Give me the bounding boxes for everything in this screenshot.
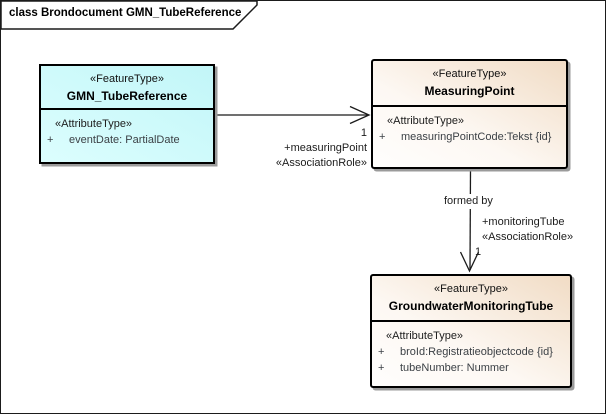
role-label[interactable]: +monitoringTube: [482, 216, 565, 228]
attribute-stereotype: «AttributeType»: [387, 115, 465, 127]
class-header: «FeatureType» GroundwaterMonitoringTube: [372, 276, 570, 322]
class-attribute-compartment: «AttributeType» + eventDate: PartialDate: [41, 110, 213, 148]
association-measuringpoint[interactable]: [215, 105, 371, 125]
visibility-plus: +: [378, 362, 385, 374]
role-stereotype-label[interactable]: «AssociationRole»: [275, 157, 367, 169]
class-stereotype: «FeatureType»: [90, 73, 164, 85]
class-name: GroundwaterMonitoringTube: [388, 299, 554, 313]
association-target-labels: 1 +measuringPoint «AssociationRole»: [276, 126, 367, 171]
attribute-text: broId:Registratieobjectcode {id}: [400, 346, 553, 358]
visibility-plus: +: [378, 346, 385, 358]
multiplicity-label[interactable]: 1: [360, 127, 367, 139]
association-monitoringtube[interactable]: [459, 169, 480, 273]
class-stereotype: «FeatureType»: [434, 283, 508, 295]
class-attribute-compartment: «AttributeType» + measuringPointCode:Tek…: [373, 107, 566, 145]
diagram-title: class Brondocument GMN_TubeReference: [9, 7, 242, 19]
attribute-row[interactable]: + measuringPointCode:Tekst {id}: [373, 129, 566, 145]
association-target-labels: +monitoringTube «AssociationRole»: [482, 215, 579, 245]
association-name-label[interactable]: formed by: [441, 194, 496, 209]
class-name: GMN_TubeReference: [66, 89, 188, 103]
arrowhead-right-icon: [349, 105, 371, 125]
attribute-text: tubeNumber: Nummer: [400, 362, 509, 374]
class-stereotype: «FeatureType»: [432, 68, 507, 80]
attribute-row[interactable]: + broId:Registratieobjectcode {id}: [372, 344, 570, 360]
visibility-plus: +: [47, 134, 54, 146]
class-gmn-tubereference[interactable]: «FeatureType» GMN_TubeReference «Attribu…: [39, 64, 215, 164]
class-attribute-compartment: «AttributeType» + broId:Registratieobjec…: [372, 322, 570, 376]
multiplicity-label[interactable]: 1: [475, 246, 482, 258]
class-name: MeasuringPoint: [424, 84, 515, 98]
class-header: «FeatureType» GMN_TubeReference: [41, 66, 213, 110]
visibility-plus: +: [379, 131, 386, 143]
attribute-row[interactable]: + tubeNumber: Nummer: [372, 360, 570, 376]
class-groundwatermonitoringtube[interactable]: «FeatureType» GroundwaterMonitoringTube …: [370, 274, 572, 388]
attribute-stereotype: «AttributeType»: [386, 330, 464, 342]
attribute-stereotype: «AttributeType»: [55, 118, 133, 130]
class-measuringpoint[interactable]: «FeatureType» MeasuringPoint «AttributeT…: [371, 59, 568, 169]
role-label[interactable]: +measuringPoint: [284, 142, 367, 154]
attribute-text: measuringPointCode:Tekst {id}: [401, 131, 552, 143]
class-header: «FeatureType» MeasuringPoint: [373, 61, 566, 107]
frame-title-tab: [1, 1, 258, 30]
attribute-row[interactable]: + eventDate: PartialDate: [41, 132, 213, 148]
role-stereotype-label[interactable]: «AssociationRole»: [482, 231, 574, 243]
arrowhead-down-icon: [459, 251, 480, 273]
attribute-text: eventDate: PartialDate: [69, 134, 180, 146]
